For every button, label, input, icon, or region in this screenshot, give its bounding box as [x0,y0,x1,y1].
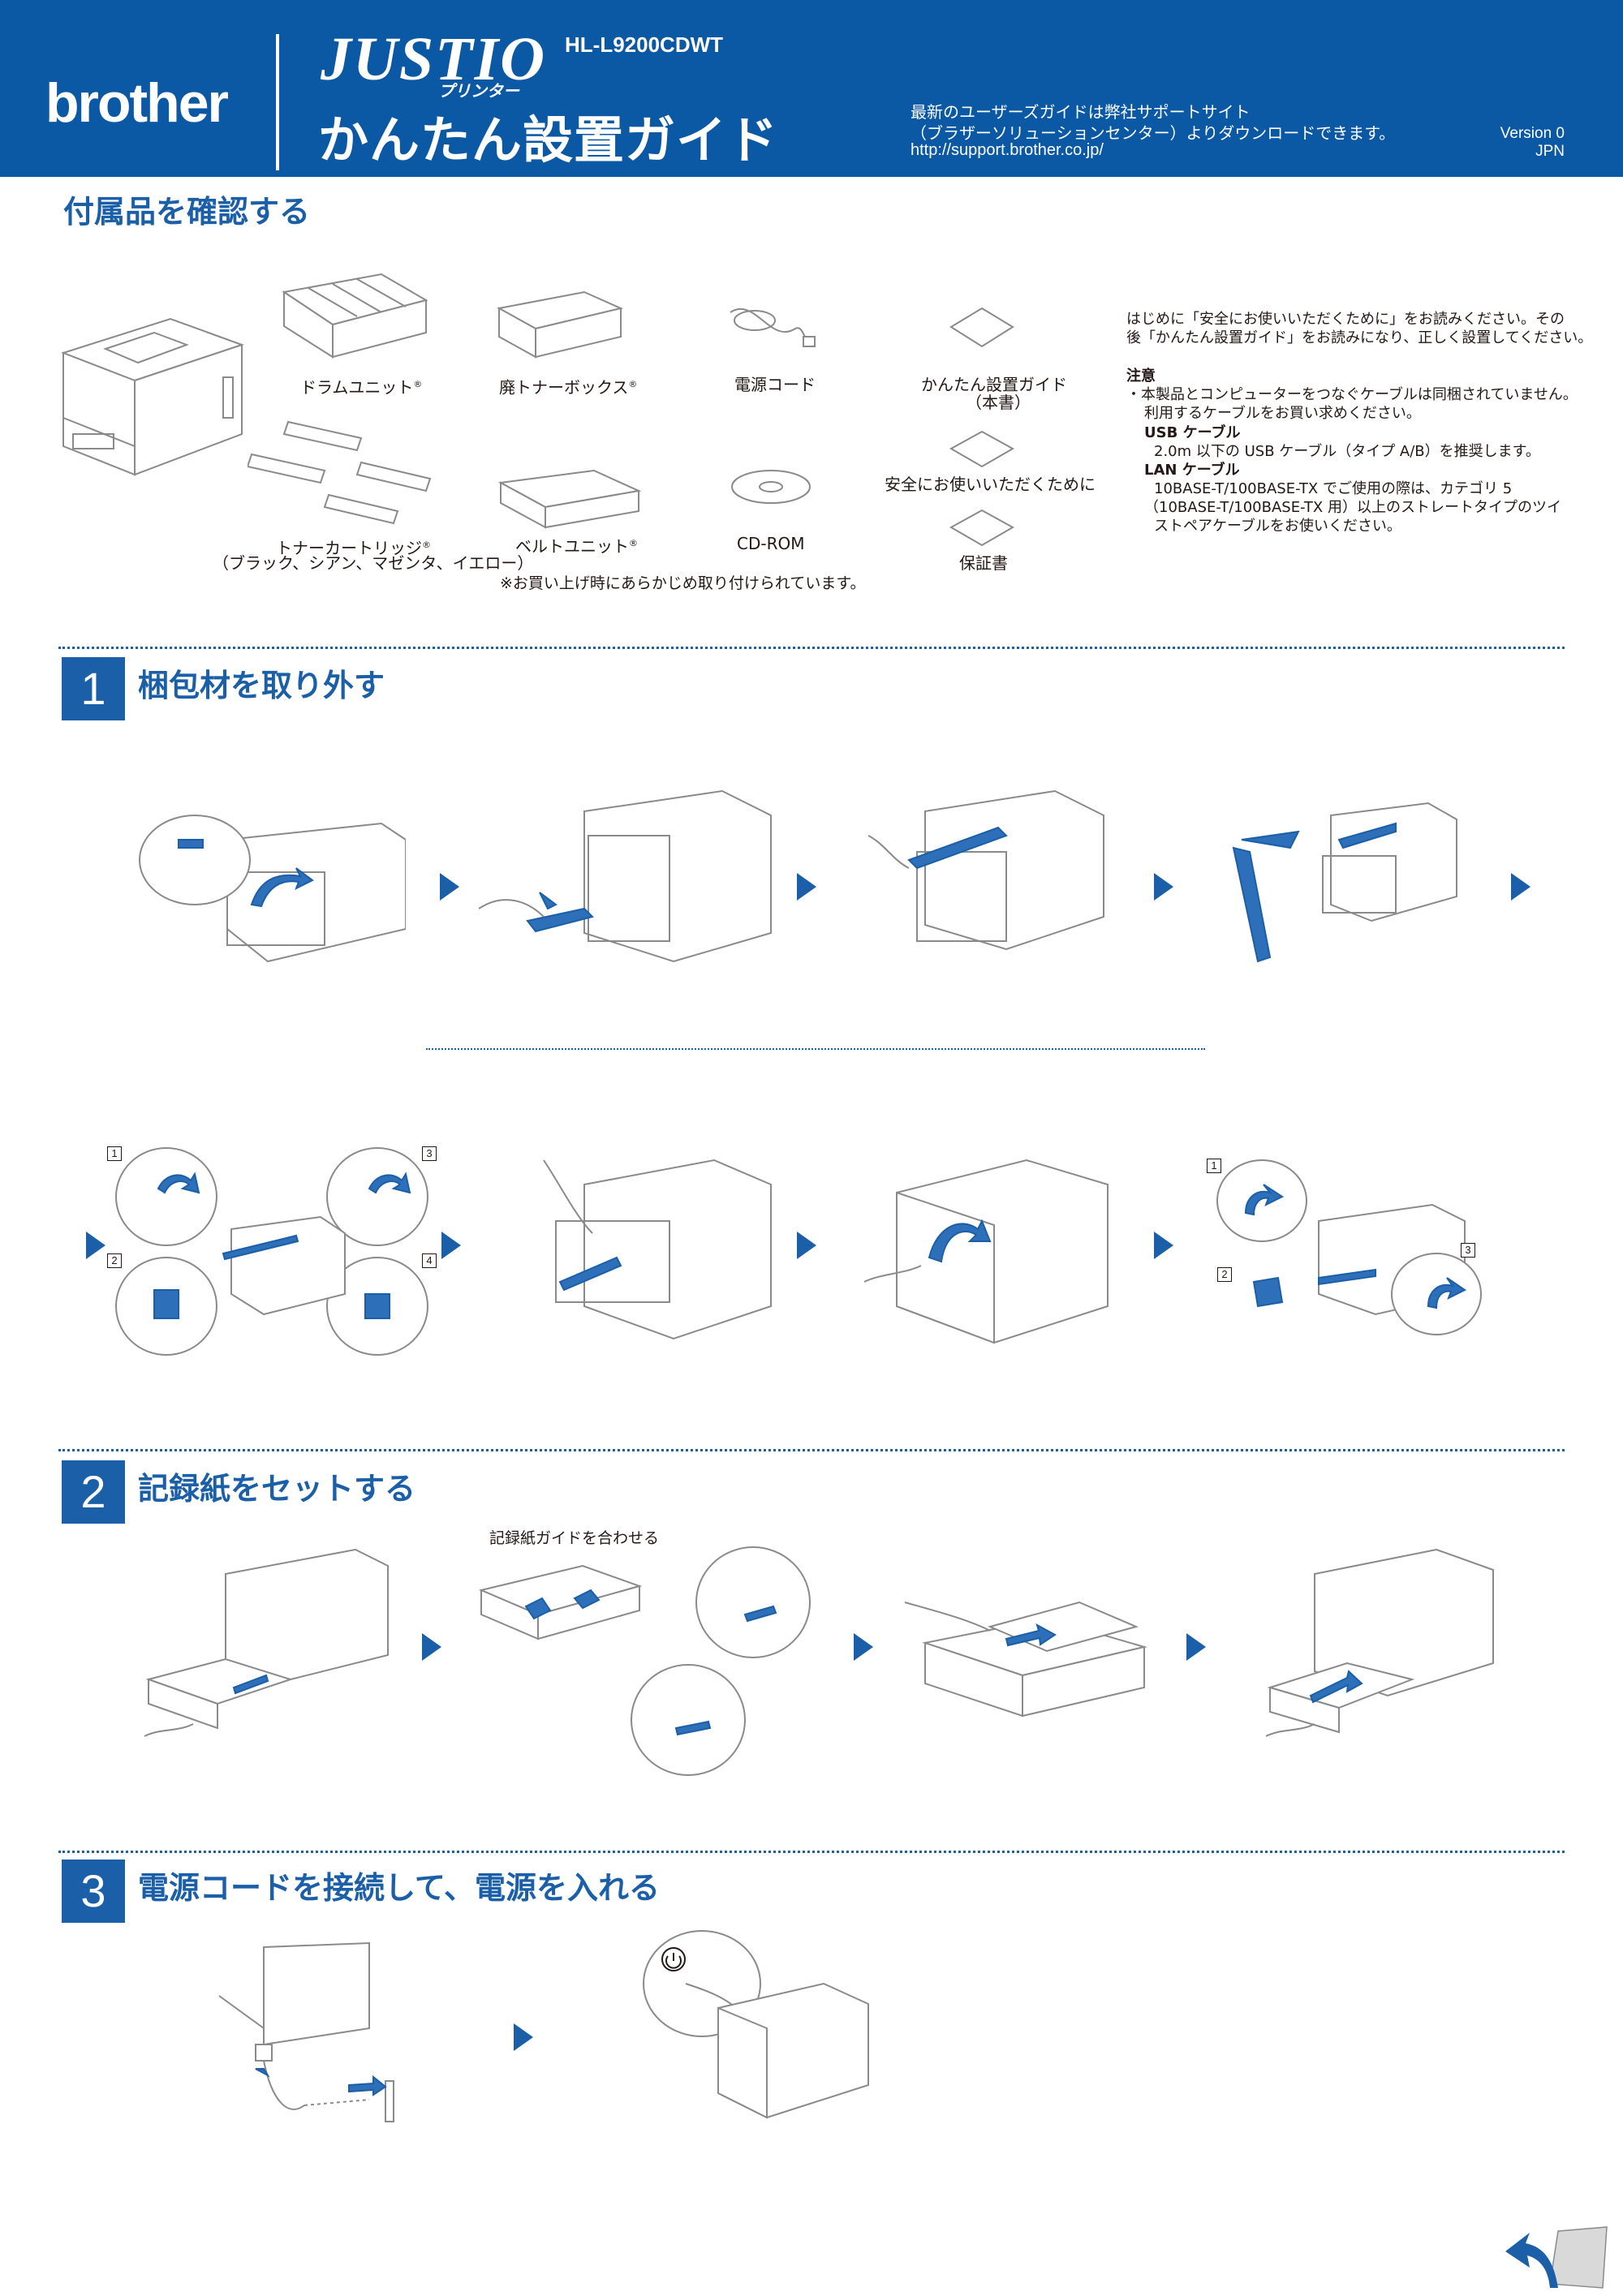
step2-illustration-1 [144,1548,389,1737]
note-title: 注意 [1126,368,1156,385]
arrow-right-icon [422,1633,441,1661]
warranty-label: 保証書 [959,553,1008,573]
toner-colors-label: （ブラック、シアン、マゼンタ、イエロー） [213,553,534,573]
callout-2: 2 [1217,1267,1232,1282]
step3-illustration-2 [643,1930,869,2119]
section-divider [58,1851,1565,1853]
step-1-title: 梱包材を取り外す [138,668,385,703]
step1-illustration-1 [139,815,406,963]
guide-title: かんたん設置ガイド [318,110,779,170]
arrow-right-icon [797,1232,816,1259]
step1-illustration-8 [1216,1159,1482,1335]
series-subtitle: プリンター [438,81,519,101]
quick-guide-label-2: （本書） [966,393,1031,412]
quick-guide-icon [949,307,1014,348]
power-cord-label: 電源コード [734,375,816,394]
toner-cartridges-icon [248,420,432,525]
usb-text: 2.0m 以下の USB ケーブル（タイプ A/B）を推奨します。 [1154,443,1540,460]
step1-illustration-2 [479,789,772,963]
intro-text-1: はじめに「安全にお使いいただくために」をお読みください。その [1126,311,1565,328]
step1-illustration-3 [867,789,1104,951]
step1-illustration-5 [115,1147,428,1356]
callout-4: 4 [422,1253,437,1268]
arrow-right-icon [440,873,459,901]
step2-illustration-4 [1266,1548,1494,1737]
step-3-title: 電源コードを接続して、電源を入れる [138,1870,660,1906]
waste-toner-box-icon [497,290,624,359]
cd-rom-label: CD-ROM [737,534,805,553]
arrow-right-icon [1154,873,1173,901]
download-text-1: 最新のユーザーズガイドは弊社サポートサイト [911,102,1251,122]
lan-title: LAN ケーブル [1144,462,1240,479]
series-logo: JUSTIO [321,25,547,93]
header-divider [276,34,279,170]
arrow-right-icon [441,1232,461,1259]
step1-illustration-6 [543,1159,772,1340]
callout-2: 2 [107,1253,122,1268]
usb-title: USB ケーブル [1144,424,1241,441]
callout-3: 3 [422,1146,437,1161]
quick-guide-label-1: かんたん設置ガイド [921,375,1067,394]
header-bar [0,0,1623,177]
printer-icon [60,317,245,476]
return-arrow-icon[interactable] [1501,2223,1615,2292]
arrow-right-icon [1511,873,1530,901]
download-text-2: （ブラザーソリューションセンター）よりダウンロードできます。 [911,123,1396,143]
preinstalled-note: ※お買い上げ時にあらかじめ取り付けられています。 [500,574,866,592]
download-url-link[interactable]: http://support.brother.co.jp/ [911,141,1104,159]
callout-1: 1 [107,1146,122,1161]
waste-toner-box-label: 廃トナーボックス® [499,377,638,398]
cd-rom-icon [731,470,811,504]
toner-cartridge-label: トナーカートリッジ® [276,538,431,558]
version-label: Version 0 [1500,125,1565,142]
belt-unit-icon [497,469,642,529]
section-divider [58,647,1565,649]
arrow-right-icon [1186,1633,1206,1661]
step2-illustration-3 [904,1601,1147,1718]
callout-1: 1 [1207,1159,1221,1173]
drum-unit-label: ドラムユニット® [300,377,423,398]
arrow-right-icon [797,873,816,901]
arrow-right-icon [86,1232,105,1259]
safety-booklet-icon [949,430,1014,468]
version-info: Version 0 JPN [1500,125,1565,161]
note-text-2: 利用するケーブルをお買い求めください。 [1144,405,1421,422]
brand-logo: brother [45,72,229,134]
lan-text-1: 10BASE-T/100BASE-TX でご使用の際は、カテゴリ 5 [1154,480,1513,497]
contents-title: 付属品を確認する [63,194,311,230]
model-name: HL-L9200CDWT [565,32,724,57]
safety-label: 安全にお使いいただくために [885,475,1096,494]
step-2-number: 2 [62,1460,125,1524]
substep-divider [426,1048,1205,1050]
region-label: JPN [1535,143,1565,160]
section-divider [58,1449,1565,1451]
paper-guide-caption: 記録紙ガイドを合わせる [489,1529,660,1547]
step-2-title: 記録紙をセットする [138,1471,416,1507]
arrow-right-icon [854,1633,873,1661]
step3-illustration-1 [218,1941,394,2122]
step-1-number: 1 [62,657,125,720]
arrow-right-icon [1154,1232,1173,1259]
step1-illustration-7 [864,1159,1109,1344]
lan-text-2: （10BASE-T/100BASE-TX 用）以上のストレートタイプのツイ [1144,499,1561,516]
power-cord-icon [730,307,816,347]
belt-unit-label: ベルトユニット® [515,536,638,557]
arrow-right-icon [514,2023,533,2051]
callout-3: 3 [1461,1243,1475,1258]
drum-unit-icon [282,273,428,359]
intro-text-2: 後「かんたん設置ガイド」をお読みになり、正しく設置してください。 [1126,329,1593,346]
warranty-icon [949,509,1014,547]
step-3-number: 3 [62,1860,125,1923]
lan-text-3: ストペアケーブルをお使いください。 [1154,518,1401,535]
note-text-1: ・本製品とコンピューターをつなぐケーブルは同梱されていません。 [1126,386,1578,403]
step2-illustration-2 [478,1546,811,1776]
step1-illustration-4 [1232,802,1457,963]
